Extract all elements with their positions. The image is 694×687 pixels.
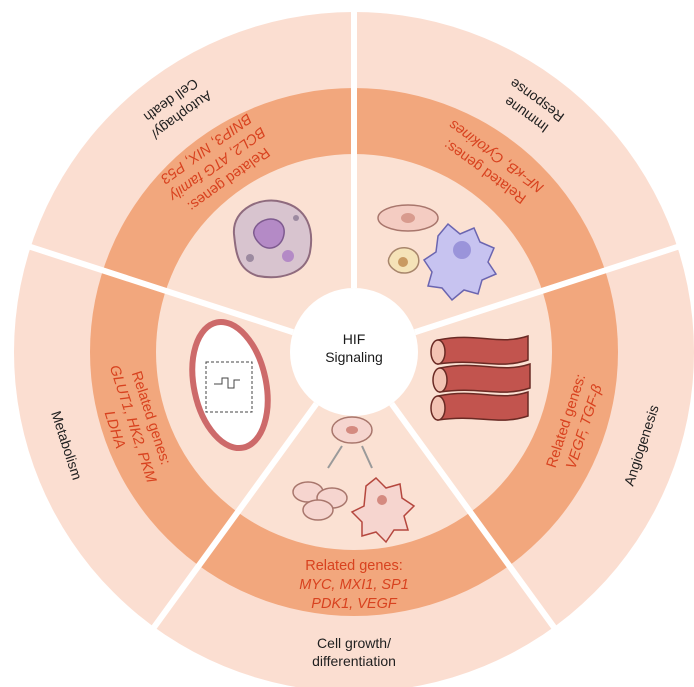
divider-line [27, 243, 295, 336]
outer-label: Cell growth/ [317, 635, 391, 651]
outer-label-group: Cell growth/differentiation [312, 635, 396, 669]
divider-line [413, 243, 681, 336]
genes-list: PDK1, VEGF [311, 596, 398, 612]
blood-vessels-icon [430, 334, 531, 421]
cell-division-icon [292, 416, 416, 544]
immune-cells-icon [377, 204, 498, 302]
center-hub: HIF Signaling [290, 288, 418, 416]
sector-icons [189, 199, 531, 544]
center-subtitle: Signaling [325, 349, 383, 365]
center-title: HIF [343, 331, 366, 347]
mitochondrion-icon [189, 318, 271, 452]
divider-line [150, 402, 319, 631]
center-circle [290, 288, 418, 416]
sector-growth: Cell growth/differentiation Related genes… [299, 558, 409, 669]
sector-dividers [27, 10, 681, 631]
genes-list: MYC, MXI1, SP1 [299, 577, 409, 593]
divider-line [389, 402, 558, 631]
outer-label: differentiation [312, 653, 396, 669]
necrotic-cell-icon [232, 199, 313, 279]
genes-heading: Related genes: [305, 558, 403, 574]
